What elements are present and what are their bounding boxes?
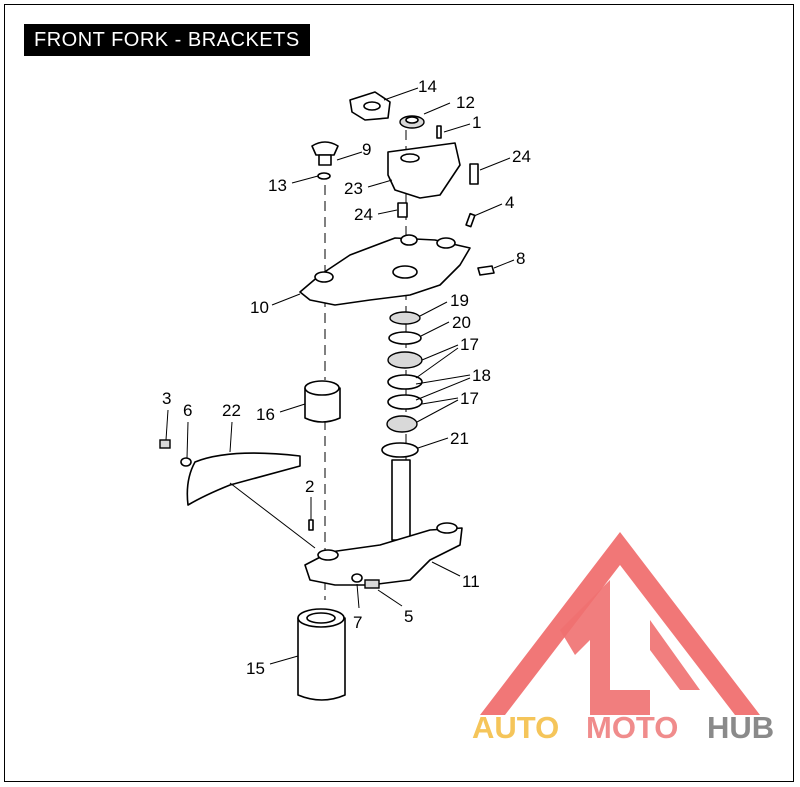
callout-numbers: 14 12 1 24 9 13 23 24 4 8 10 19 20 17 18… — [162, 77, 531, 678]
part-11-steering-stem — [391, 459, 411, 541]
callout-17-lower: 17 — [460, 389, 479, 408]
watermark-hub: HUB — [707, 710, 774, 745]
callout-2: 2 — [305, 477, 314, 496]
part-20-washer — [388, 331, 422, 345]
part-17-bearing-upper — [387, 351, 423, 369]
callout-11: 11 — [462, 572, 480, 591]
watermark-logo: AUTO MOTO HUB — [472, 532, 774, 745]
callout-24-center: 24 — [354, 205, 373, 224]
callout-24-right: 24 — [512, 147, 531, 166]
part-18-race-lower — [387, 394, 423, 410]
part-22-shroud — [186, 452, 301, 506]
part-1-pin — [436, 125, 442, 139]
diagram-frame — [4, 4, 794, 782]
callout-18: 18 — [472, 366, 491, 385]
callout-21: 21 — [450, 429, 469, 448]
part-24-clip-right — [469, 163, 479, 185]
callout-10: 10 — [250, 298, 269, 317]
part-14-hole — [363, 101, 381, 111]
part-6-washer — [180, 457, 192, 467]
part-19-nut — [389, 311, 421, 325]
part-5-bolt — [364, 579, 380, 589]
callout-9: 9 — [362, 140, 371, 159]
callout-6: 6 — [183, 401, 192, 420]
callout-17-upper: 17 — [460, 335, 479, 354]
callout-19: 19 — [450, 291, 469, 310]
callout-1: 1 — [472, 113, 481, 132]
callout-5: 5 — [404, 607, 413, 626]
part-9-cap — [311, 141, 339, 156]
callout-14: 14 — [418, 77, 437, 96]
part-24-clip-center — [397, 202, 408, 218]
part-16-spacer — [304, 387, 341, 423]
part-7-washer — [351, 573, 363, 583]
callout-12: 12 — [456, 93, 475, 112]
watermark-moto: MOTO — [586, 710, 678, 745]
leader-lines — [165, 87, 515, 665]
part-15-tube-cover — [297, 617, 346, 701]
part-8-clip — [477, 265, 495, 276]
part-17-bearing-lower — [386, 415, 418, 433]
watermark-auto: AUTO — [472, 710, 559, 745]
callout-13: 13 — [268, 176, 287, 195]
part-2-screw — [308, 519, 314, 531]
callout-8: 8 — [516, 249, 525, 268]
callout-4: 4 — [505, 193, 514, 212]
part-21-seal — [381, 442, 419, 458]
callout-3: 3 — [162, 389, 171, 408]
part-4-screw — [465, 212, 476, 228]
part-10-upper-bracket — [299, 237, 471, 306]
part-23-bracket — [387, 142, 461, 199]
page-title: FRONT FORK - BRACKETS — [24, 24, 310, 56]
part-13-o-ring — [317, 172, 331, 180]
callout-20: 20 — [452, 313, 471, 332]
part-11-lower-bracket — [304, 527, 463, 586]
part-3-bolt — [159, 439, 171, 449]
callout-16: 16 — [256, 405, 275, 424]
callout-22: 22 — [222, 401, 241, 420]
callout-23: 23 — [344, 179, 363, 198]
callout-15: 15 — [246, 659, 265, 678]
part-18-race-upper — [387, 374, 423, 390]
callout-7: 7 — [353, 613, 362, 632]
